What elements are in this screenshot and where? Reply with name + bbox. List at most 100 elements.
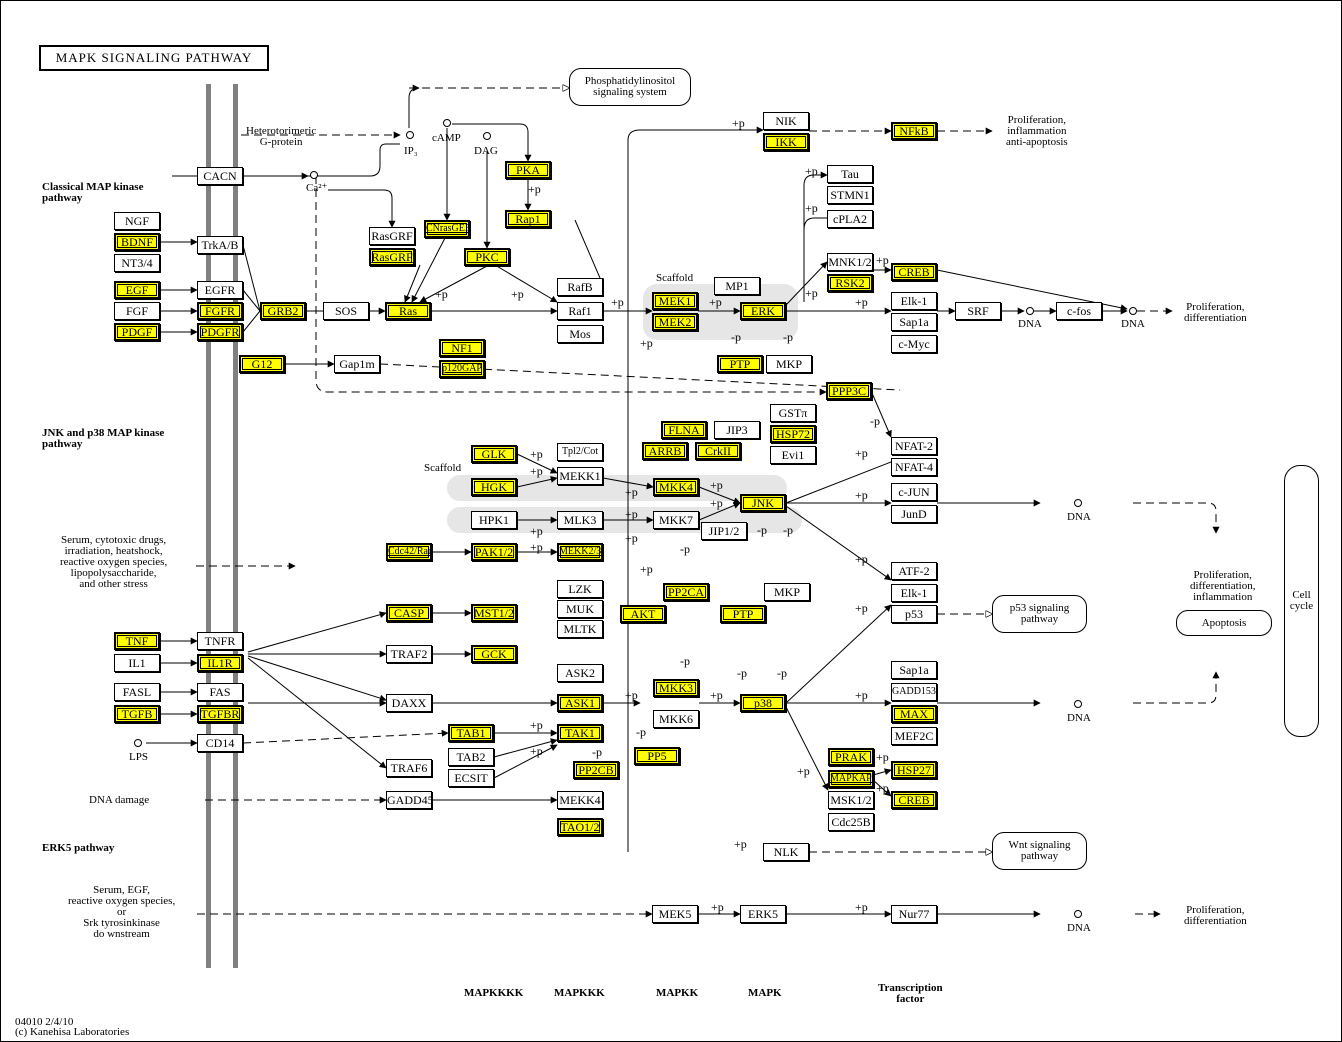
gene-node-mek5[interactable]: MEK5 — [652, 905, 698, 923]
compound-dag-icon[interactable] — [483, 132, 491, 140]
gene-node-traf2[interactable]: TRAF2 — [386, 645, 432, 663]
gene-node-cpla2[interactable]: cPLA2 — [827, 210, 873, 228]
gene-node-flna[interactable]: FLNA — [661, 421, 707, 439]
gene-node-mlk3[interactable]: MLK3 — [557, 511, 603, 529]
gene-node-mos[interactable]: Mos — [557, 325, 603, 343]
gene-node-gadd45[interactable]: GADD45 — [386, 791, 432, 809]
gene-node-gadd153[interactable]: GADD153 — [891, 683, 937, 701]
gene-node-grb2[interactable]: GRB2 — [260, 302, 306, 320]
gene-node-max[interactable]: MAX — [891, 705, 937, 723]
gene-node-tpl2-cot[interactable]: Tpl2/Cot — [557, 443, 603, 461]
gene-node-pka[interactable]: PKA — [505, 161, 551, 179]
gene-node-tgfbr[interactable]: TGFBR — [197, 705, 243, 723]
gene-node-mltk[interactable]: MLTK — [557, 620, 603, 638]
compound-ca-icon[interactable] — [310, 171, 318, 179]
gene-node-jip3[interactable]: JIP3 — [714, 421, 760, 439]
gene-node-mnk1-2[interactable]: MNK1/2 — [827, 253, 873, 271]
gene-node-nlk[interactable]: NLK — [763, 843, 809, 861]
gene-node-mek2[interactable]: MEK2 — [652, 313, 698, 331]
gene-node-mekk4[interactable]: MEKK4 — [557, 791, 603, 809]
gene-node-lzk[interactable]: LZK — [557, 580, 603, 598]
gene-node-daxx[interactable]: DAXX — [386, 694, 432, 712]
gene-node-tab1[interactable]: TAB1 — [448, 724, 494, 742]
gene-node-tak1[interactable]: TAK1 — [557, 724, 603, 742]
gene-node-ptp[interactable]: PTP — [717, 355, 763, 373]
gene-node-stmn1[interactable]: STMN1 — [827, 186, 873, 204]
gene-node-mkp[interactable]: MKP — [764, 583, 810, 601]
gene-node-jnk[interactable]: JNK — [740, 494, 786, 512]
gene-node-mekk2-3[interactable]: MEKK2/3 — [557, 543, 603, 561]
gene-node-mkk7[interactable]: MKK7 — [653, 511, 699, 529]
gene-node-hpk1[interactable]: HPK1 — [471, 511, 517, 529]
gene-node-hgk[interactable]: HGK — [471, 478, 517, 496]
gene-node-ngf[interactable]: NGF — [114, 212, 160, 230]
gene-node-egfr[interactable]: EGFR — [197, 281, 243, 299]
compound-dna3-icon[interactable] — [1074, 499, 1082, 507]
gene-node-mkp[interactable]: MKP — [766, 355, 812, 373]
gene-node-creb[interactable]: CREB — [891, 263, 937, 281]
pathway-link-cellcycle[interactable]: Cell cycle — [1284, 465, 1319, 737]
gene-node-gap1m[interactable]: Gap1m — [334, 355, 380, 373]
gene-node-fgf[interactable]: FGF — [114, 302, 160, 320]
gene-node-ptp[interactable]: PTP — [720, 605, 766, 623]
gene-node-mapkapk[interactable]: MAPKAPK — [828, 770, 874, 788]
gene-node-tao1-2[interactable]: TAO1/2 — [557, 818, 603, 836]
gene-node-ask1[interactable]: ASK1 — [557, 694, 603, 712]
gene-node-tnf[interactable]: TNF — [114, 632, 160, 650]
gene-node-gst[interactable]: GSTπ — [770, 404, 816, 422]
pathway-link-p53[interactable]: p53 signaling pathway — [992, 595, 1087, 633]
gene-node-ras[interactable]: Ras — [385, 302, 431, 320]
gene-node-cacn[interactable]: CACN — [197, 167, 243, 185]
gene-node-il1[interactable]: IL1 — [114, 654, 160, 672]
gene-node-hsp27[interactable]: HSP27 — [891, 761, 937, 779]
gene-node-trka-b[interactable]: TrkA/B — [197, 236, 243, 254]
gene-node-prak[interactable]: PRAK — [828, 748, 874, 766]
gene-node-fasl[interactable]: FASL — [114, 683, 160, 701]
gene-node-erk5[interactable]: ERK5 — [740, 905, 786, 923]
compound-dna4-icon[interactable] — [1074, 700, 1082, 708]
gene-node-cdc25b[interactable]: Cdc25B — [828, 813, 874, 831]
gene-node-nfat-4[interactable]: NFAT-4 — [891, 458, 937, 476]
gene-node-bdnf[interactable]: BDNF — [114, 233, 160, 251]
gene-node-rap1[interactable]: Rap1 — [505, 210, 551, 228]
compound-ip3-icon[interactable] — [406, 131, 414, 139]
gene-node-mekk1[interactable]: MEKK1 — [557, 467, 603, 485]
gene-node-pp2cb[interactable]: PP2CB — [573, 761, 619, 779]
gene-node-mkk3[interactable]: MKK3 — [653, 679, 699, 697]
gene-node-ask2[interactable]: ASK2 — [557, 664, 603, 682]
gene-node-tnfr[interactable]: TNFR — [197, 632, 243, 650]
gene-node-nfkb[interactable]: NFkB — [891, 122, 937, 140]
gene-node-creb[interactable]: CREB — [891, 791, 937, 809]
gene-node-nfat-2[interactable]: NFAT-2 — [891, 437, 937, 455]
gene-node-pp5[interactable]: PP5 — [634, 747, 680, 765]
gene-node-raf1[interactable]: Raf1 — [557, 302, 603, 320]
gene-node-pp2ca[interactable]: PP2CA — [663, 583, 709, 601]
gene-node-muk[interactable]: MUK — [557, 600, 603, 618]
gene-node-rasgrf[interactable]: RasGRF — [369, 248, 415, 266]
gene-node-tab2[interactable]: TAB2 — [448, 748, 494, 766]
gene-node-il1r[interactable]: IL1R — [197, 654, 243, 672]
gene-node-p53[interactable]: p53 — [891, 605, 937, 623]
gene-node-cnrasgef[interactable]: CNrasGEF — [424, 220, 470, 238]
gene-node-pak1-2[interactable]: PAK1/2 — [471, 543, 517, 561]
gene-node-gck[interactable]: GCK — [471, 645, 517, 663]
gene-node-akt[interactable]: AKT — [620, 605, 666, 623]
gene-node-sap1a[interactable]: Sap1a — [891, 313, 937, 331]
gene-node-fas[interactable]: FAS — [197, 683, 243, 701]
gene-node-srf[interactable]: SRF — [955, 302, 1001, 320]
gene-node-mp1[interactable]: MP1 — [714, 277, 760, 295]
gene-node-elk-1[interactable]: Elk-1 — [891, 292, 937, 310]
gene-node-hsp72[interactable]: HSP72 — [770, 425, 816, 443]
gene-node-glk[interactable]: GLK — [471, 445, 517, 463]
gene-node-g12[interactable]: G12 — [239, 355, 285, 373]
gene-node-p38[interactable]: p38 — [740, 694, 786, 712]
gene-node-fgfr[interactable]: FGFR — [197, 302, 243, 320]
gene-node-elk-1[interactable]: Elk-1 — [891, 584, 937, 602]
gene-node-nur77[interactable]: Nur77 — [891, 905, 937, 923]
gene-node-arrb[interactable]: ARRB — [642, 442, 688, 460]
gene-node-pdgfr[interactable]: PDGFR — [197, 323, 243, 341]
gene-node-pdgf[interactable]: PDGF — [114, 323, 160, 341]
gene-node-mkk4[interactable]: MKK4 — [653, 478, 699, 496]
gene-node-mkk6[interactable]: MKK6 — [653, 710, 699, 728]
gene-node-nik[interactable]: NIK — [763, 112, 809, 130]
